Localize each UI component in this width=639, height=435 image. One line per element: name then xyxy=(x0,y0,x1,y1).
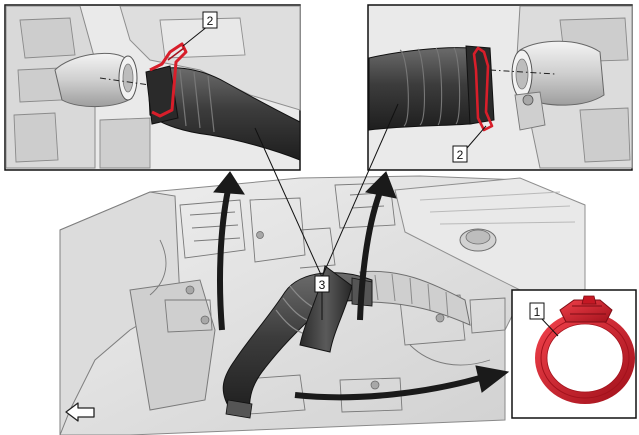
callout-label-right-inset: 2 xyxy=(457,148,464,162)
callout-box-right-inset xyxy=(452,145,468,163)
callout-label-hoses: 3 xyxy=(319,278,326,292)
clamp-detail-inset: 1 xyxy=(511,289,637,419)
pointer-arrows xyxy=(213,171,510,401)
callout-box-hoses xyxy=(314,275,330,293)
right-inset: 2 xyxy=(367,4,633,171)
front-direction-arrow-icon xyxy=(65,402,95,422)
callout-box-left-inset xyxy=(202,11,218,29)
callout-label-clamp: 1 xyxy=(534,305,541,319)
left-inset: 2 xyxy=(4,4,301,171)
callout-label-left-inset: 2 xyxy=(207,14,214,28)
hose-callout: 3 xyxy=(254,103,399,320)
callout-box-clamp xyxy=(529,302,545,320)
